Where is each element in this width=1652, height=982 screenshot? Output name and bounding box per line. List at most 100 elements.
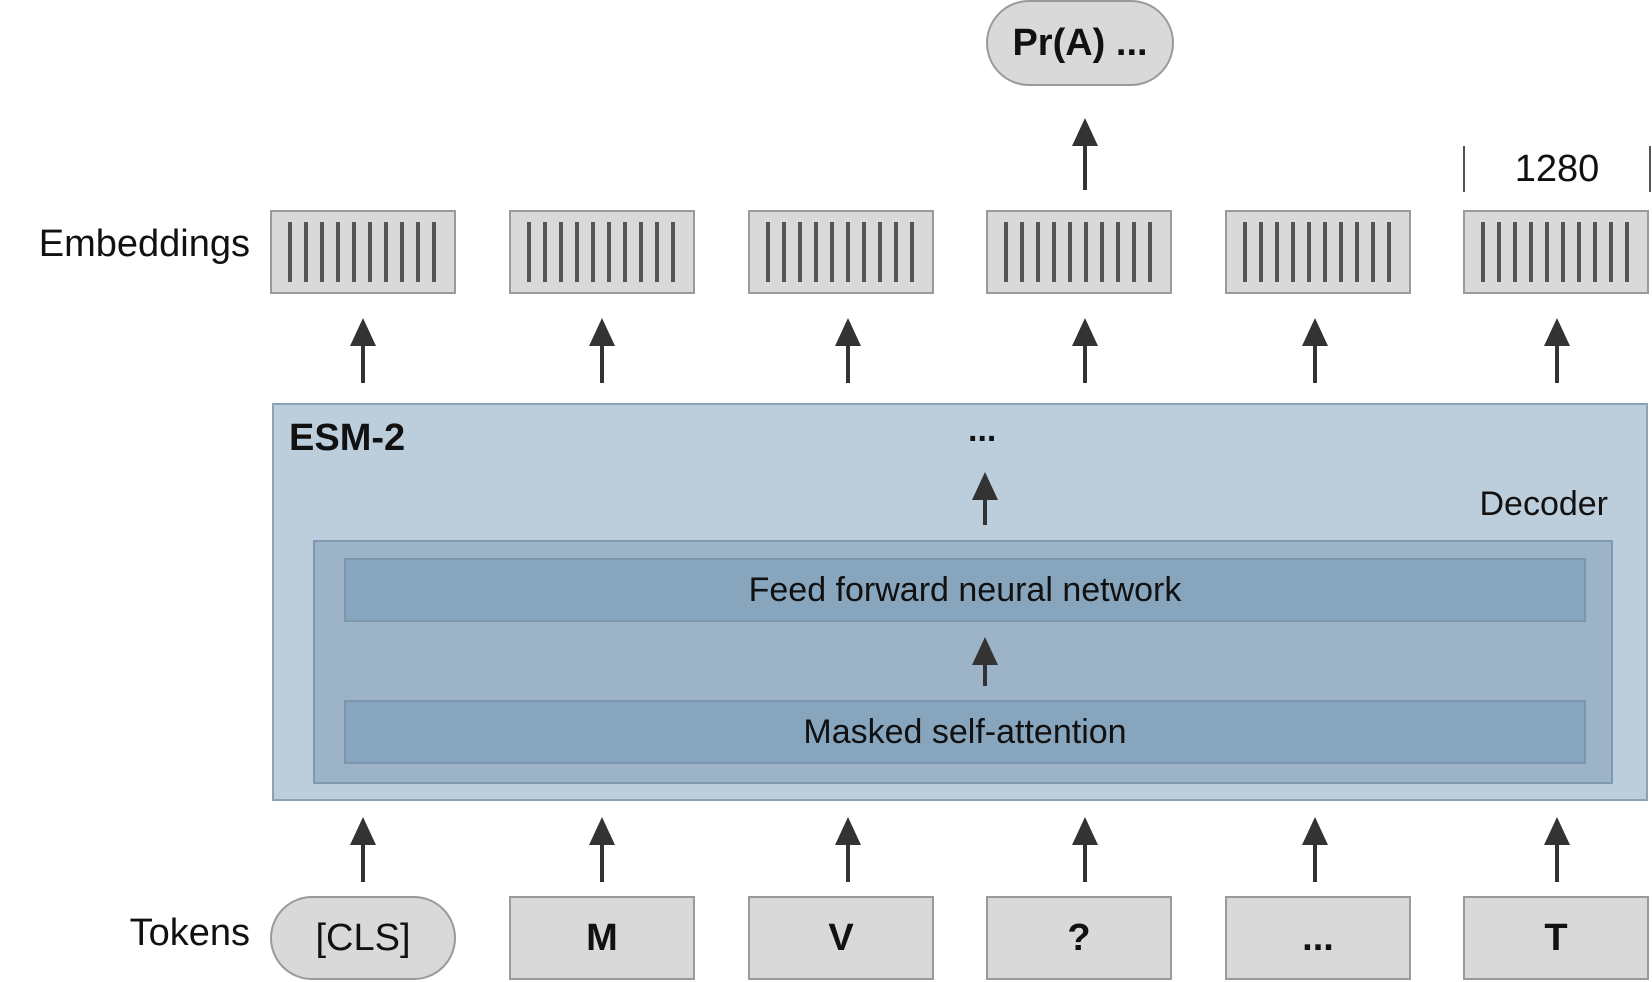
tokens-label: Tokens xyxy=(129,912,250,954)
token-box: [CLS] xyxy=(270,896,456,980)
up-arrow-from-token xyxy=(589,817,615,882)
token-box: V xyxy=(748,896,934,980)
dimension-bracket-right xyxy=(1649,146,1651,192)
esm2-model-block: ESM-2 ... Decoder Feed forward neural ne… xyxy=(272,403,1648,801)
embedding-dimension-stripe xyxy=(336,222,340,282)
embedding-dimension-stripe xyxy=(432,222,436,282)
embedding-vector xyxy=(748,210,934,294)
embedding-vector xyxy=(1463,210,1649,294)
embedding-dimension-stripe xyxy=(1481,222,1485,282)
embedding-dimension-stripe xyxy=(1593,222,1597,282)
embedding-dimension-stripe xyxy=(1497,222,1501,282)
embedding-dimension-stripe xyxy=(607,222,611,282)
masked-self-attention-layer: Masked self-attention xyxy=(344,700,1586,764)
up-arrow-to-output xyxy=(1072,118,1098,190)
embedding-dimension-stripe xyxy=(1307,222,1311,282)
up-arrow-to-embedding xyxy=(1072,318,1098,383)
token-box: M xyxy=(509,896,695,980)
embedding-dimension-stripe xyxy=(543,222,547,282)
embedding-dimension-stripe xyxy=(1243,222,1247,282)
token-box: ? xyxy=(986,896,1172,980)
embedding-dimension-stripe xyxy=(1068,222,1072,282)
embedding-dimension-stripe xyxy=(798,222,802,282)
embedding-dimension-stripe xyxy=(1545,222,1549,282)
embedding-dimension-stripe xyxy=(782,222,786,282)
embedding-dimension-stripe xyxy=(1291,222,1295,282)
model-name: ESM-2 xyxy=(289,417,406,459)
up-arrow-to-embedding xyxy=(589,318,615,383)
embedding-dimension-stripe xyxy=(1371,222,1375,282)
embedding-dimension-stripe xyxy=(1323,222,1327,282)
embedding-vector xyxy=(509,210,695,294)
embedding-dimension-stripe xyxy=(623,222,627,282)
embedding-dimension-stripe xyxy=(384,222,388,282)
embedding-dimension-stripe xyxy=(1052,222,1056,282)
up-arrow-to-embedding xyxy=(835,318,861,383)
embedding-dimension-stripe xyxy=(830,222,834,282)
embedding-dimension-stripe xyxy=(352,222,356,282)
output-probability: Pr(A) ... xyxy=(986,0,1174,86)
layer-stack-ellipsis: ... xyxy=(968,411,997,449)
embedding-vector xyxy=(1225,210,1411,294)
up-arrow-from-token xyxy=(1544,817,1570,882)
up-arrow-to-embedding xyxy=(1302,318,1328,383)
embedding-dimension-stripe xyxy=(1100,222,1104,282)
embedding-dimension-stripe xyxy=(1148,222,1152,282)
up-arrow-to-next-layer xyxy=(972,472,998,525)
embedding-dimension-stripe xyxy=(814,222,818,282)
embedding-dimension-stripe xyxy=(1609,222,1613,282)
embedding-dimension-stripe xyxy=(416,222,420,282)
token-box: ... xyxy=(1225,896,1411,980)
embedding-dimension-stripe xyxy=(1355,222,1359,282)
embedding-dimension-stripe xyxy=(1275,222,1279,282)
up-arrow-from-token xyxy=(1302,817,1328,882)
embedding-dimension-stripe xyxy=(559,222,563,282)
up-arrow-from-token xyxy=(1072,817,1098,882)
up-arrow-to-embedding xyxy=(350,318,376,383)
embedding-dimension-stripe xyxy=(894,222,898,282)
embedding-dimension-stripe xyxy=(1577,222,1581,282)
embedding-dimension-stripe xyxy=(1036,222,1040,282)
decoder-label: Decoder xyxy=(1479,485,1608,523)
embedding-dimension-stripe xyxy=(1116,222,1120,282)
embedding-dimension-stripe xyxy=(1020,222,1024,282)
embedding-dimension-stripe xyxy=(288,222,292,282)
decoder-block: Feed forward neural network Masked self-… xyxy=(313,540,1613,784)
embedding-dimension-stripe xyxy=(862,222,866,282)
up-arrow-attention-to-ffn xyxy=(972,637,998,686)
embedding-dimension-stripe xyxy=(400,222,404,282)
embedding-vector xyxy=(986,210,1172,294)
token-box: T xyxy=(1463,896,1649,980)
embedding-vector xyxy=(270,210,456,294)
embedding-dimension-stripe xyxy=(1561,222,1565,282)
embedding-dimension-stripe xyxy=(1132,222,1136,282)
embedding-dimension-stripe xyxy=(910,222,914,282)
embedding-dimension-stripe xyxy=(591,222,595,282)
embeddings-label: Embeddings xyxy=(38,223,250,265)
embedding-dimension-stripe xyxy=(368,222,372,282)
up-arrow-to-embedding xyxy=(1544,318,1570,383)
up-arrow-from-token xyxy=(835,817,861,882)
embedding-dimension-stripe xyxy=(320,222,324,282)
embedding-dimension-stripe xyxy=(766,222,770,282)
embedding-dimension-stripe xyxy=(1513,222,1517,282)
embedding-dimension-stripe xyxy=(1625,222,1629,282)
embedding-dimension-stripe xyxy=(1529,222,1533,282)
embedding-dimension-stripe xyxy=(671,222,675,282)
embedding-dimension-stripe xyxy=(1004,222,1008,282)
embedding-dimension-stripe xyxy=(527,222,531,282)
embedding-dimension-stripe xyxy=(1084,222,1088,282)
dimension-bracket-left xyxy=(1463,146,1465,192)
embedding-dimension-stripe xyxy=(846,222,850,282)
up-arrow-from-token xyxy=(350,817,376,882)
embedding-dimension-stripe xyxy=(1387,222,1391,282)
embedding-dimension-stripe xyxy=(1339,222,1343,282)
feed-forward-layer: Feed forward neural network xyxy=(344,558,1586,622)
embedding-dimension-stripe xyxy=(878,222,882,282)
embedding-dimension-stripe xyxy=(575,222,579,282)
embedding-dimension-stripe xyxy=(1259,222,1263,282)
embedding-dimension-stripe xyxy=(304,222,308,282)
dimension-label: 1280 xyxy=(1514,148,1600,190)
embedding-dimension-stripe xyxy=(639,222,643,282)
